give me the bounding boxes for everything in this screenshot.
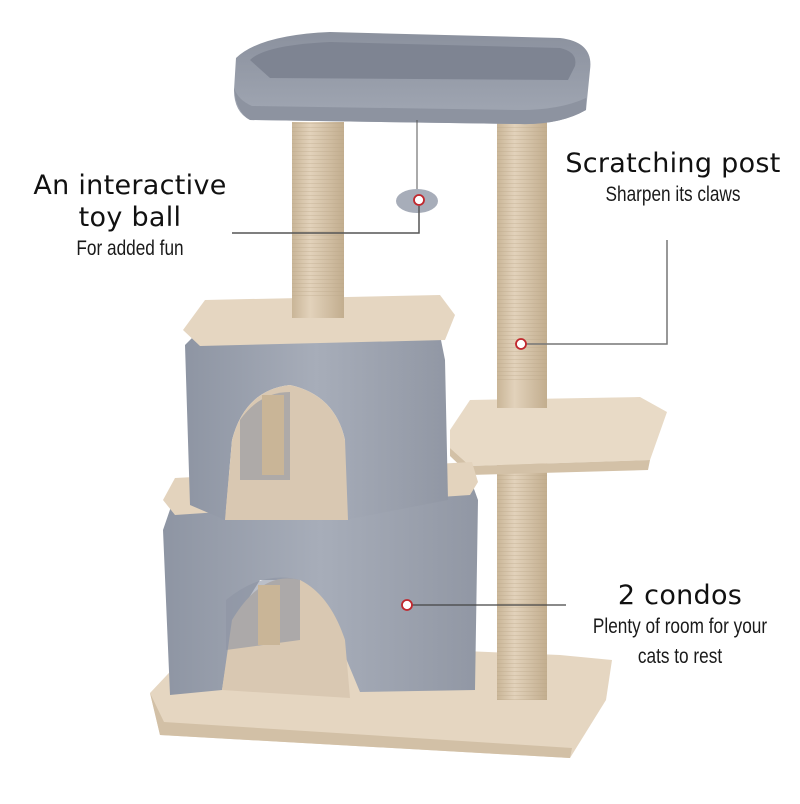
callout-toy-ball-subtitle: For added fun [76,237,184,260]
callout-toy-ball-title-line1: An interactive [33,170,227,201]
toy-ball-marker-icon [413,194,425,206]
scratching-post-leader-line [525,240,668,345]
callout-condos-subtitle-line2: cats to rest [637,645,723,668]
callout-scratching-post-subtitle: Sharpen its claws [605,183,741,206]
markers [401,194,527,611]
scratching-post-left [292,122,344,322]
callout-toy-ball-title-line2: toy ball [78,202,182,233]
callout-condos-title: 2 condos [617,580,743,611]
callout-condos: 2 condos Plenty of room for your cats to… [560,580,800,672]
top-bed [234,32,591,125]
toy-ball-leader-line [232,206,420,234]
callout-toy-ball: An interactive toy ball For added fun [12,170,248,264]
callout-condos-subtitle-line1: Plenty of room for your [592,615,768,638]
condos-marker-icon [401,599,413,611]
upper-condo [183,295,455,520]
side-perch [450,380,667,475]
leader-lines [232,206,668,606]
callout-scratching-post: Scratching post Sharpen its claws [548,148,798,210]
callout-scratching-post-title: Scratching post [565,148,781,179]
scratching-post-marker-icon [515,338,527,350]
